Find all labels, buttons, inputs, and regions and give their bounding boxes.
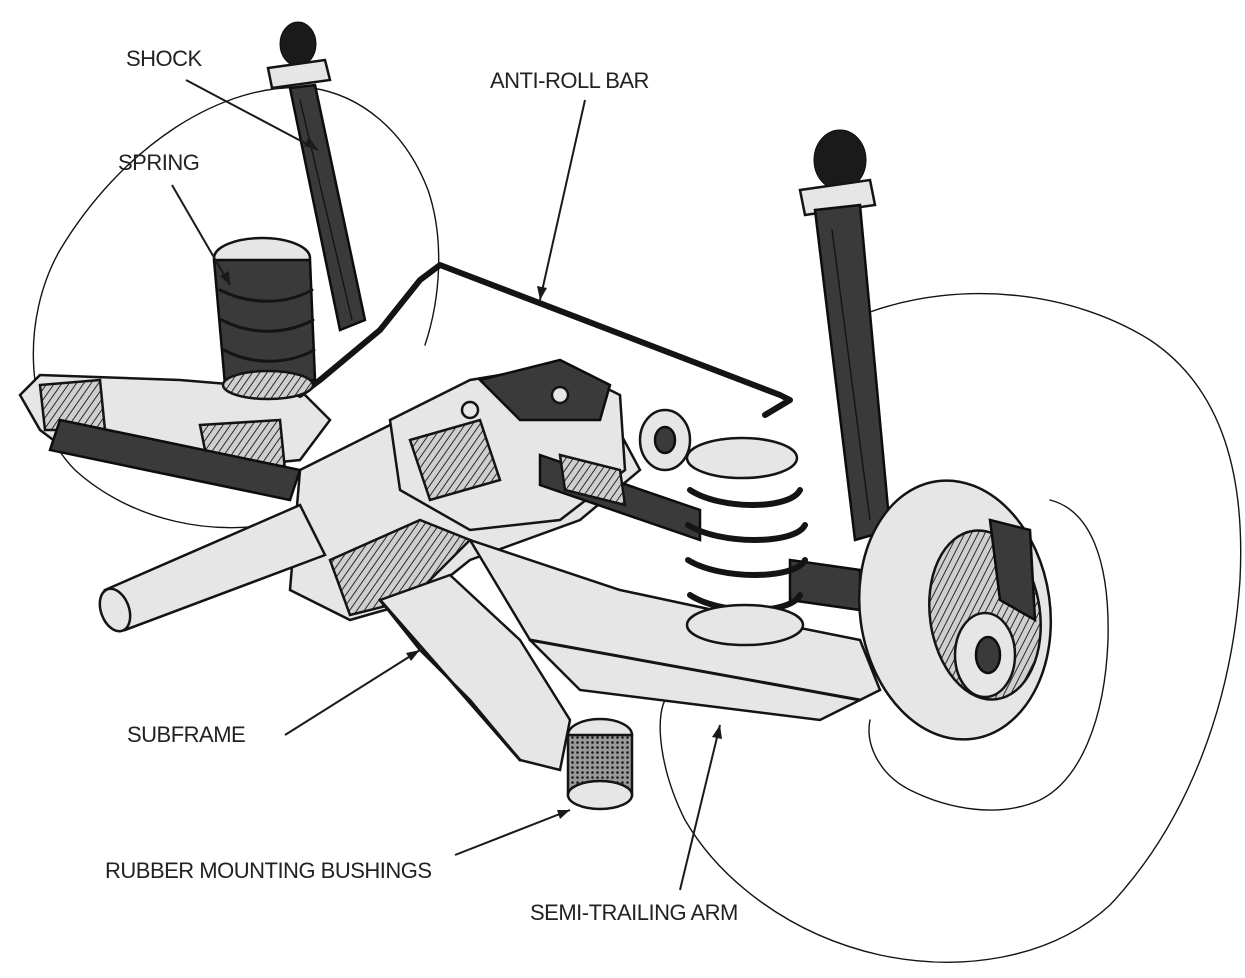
differential-housing — [388, 358, 627, 532]
shock-leader — [185, 79, 319, 151]
rubber-mounting-bushings-label: RUBBER MOUNTING BUSHINGS — [105, 858, 432, 883]
left-axle-tube — [98, 503, 327, 633]
semi-trailing-arm-leader — [679, 724, 721, 891]
right-driveshaft — [538, 453, 862, 612]
shock-label: SHOCK — [126, 46, 202, 71]
subframe-label: SUBFRAME — [127, 722, 246, 747]
spring-label: SPRING — [118, 150, 200, 175]
leader-lines — [171, 79, 722, 891]
bushings-leader — [454, 809, 571, 856]
brake-disc — [857, 479, 1053, 741]
left-wheel-outline — [32, 86, 440, 529]
semi-trailing-arm-label: SEMI-TRAILING ARM — [530, 900, 738, 925]
left-spring — [212, 236, 317, 401]
right-wheel-outline — [659, 292, 1242, 963]
right-shock — [798, 129, 892, 542]
subframe-leader — [284, 649, 421, 736]
rubber-mounting-bushing — [566, 717, 634, 811]
anti-roll-bar-label: ANTI-ROLL BAR — [490, 68, 649, 93]
spring-leader — [171, 184, 231, 286]
mount-bracket — [638, 408, 692, 472]
anti-roll-bar-leader — [539, 99, 586, 301]
right-semi-trailing-arm — [467, 537, 882, 722]
right-spring — [685, 436, 808, 647]
